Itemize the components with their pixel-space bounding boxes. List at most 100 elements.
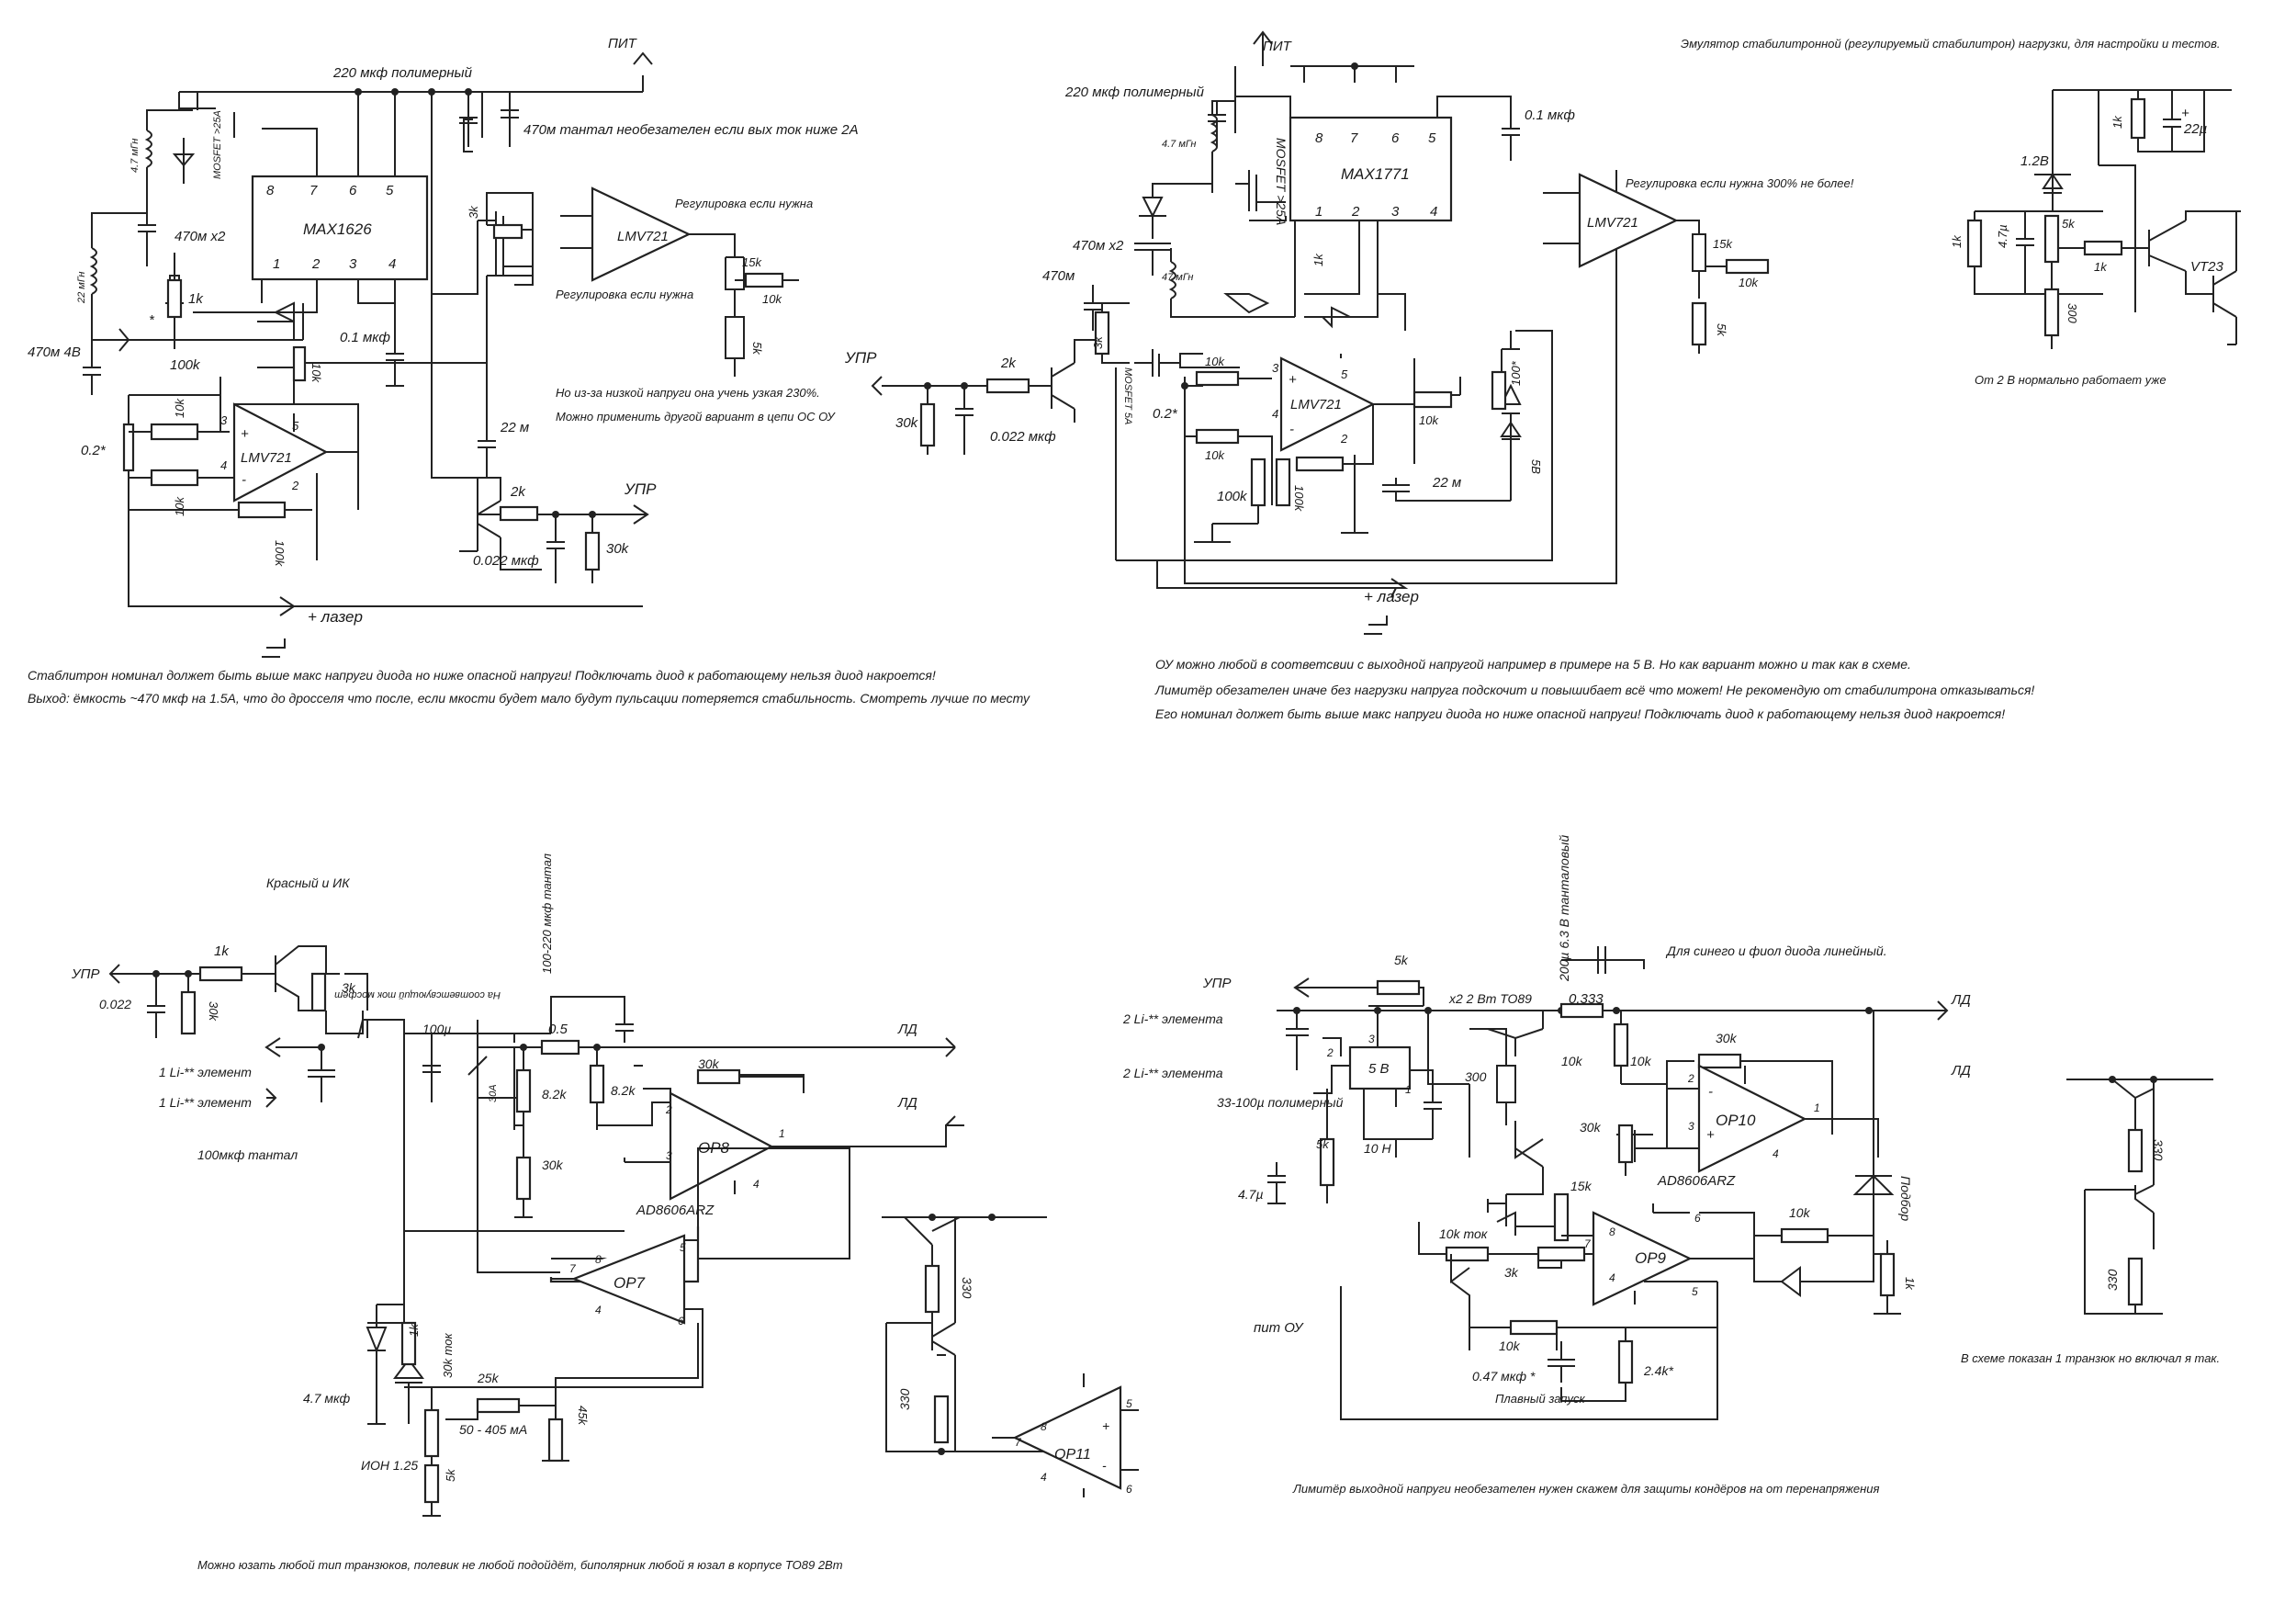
- q5-r3k: 3k: [1504, 1265, 1519, 1280]
- q4-r30k-b: 30k: [698, 1056, 720, 1071]
- q4-op7: OP7: [613, 1274, 646, 1292]
- q4-li1: 1 Li-** элемент: [159, 1065, 252, 1079]
- q1-r15k: 15k: [742, 255, 762, 269]
- q4-range: 50 - 405 мА: [459, 1422, 527, 1437]
- q4-op11-pin6: 6: [1126, 1483, 1132, 1496]
- q1-r10k-a: 10k: [310, 363, 323, 383]
- q4-a30: 30A: [488, 1084, 499, 1102]
- q2-pin-7: 7: [1350, 130, 1358, 146]
- q1-opamp: LMV721: [241, 450, 292, 466]
- q5-r330b: 330: [2105, 1269, 2120, 1291]
- q2-reg-opamp: LMV721: [1587, 215, 1638, 231]
- q5-r10k-tok: 10k ток: [1439, 1226, 1489, 1241]
- q5-ld2: ЛД: [1951, 1063, 1971, 1079]
- q5-op9-pin5: 5: [1692, 1285, 1698, 1298]
- q4-c100: 100µ: [422, 1022, 451, 1036]
- q2-r10k-b: 10k: [1205, 448, 1225, 462]
- q5-smooth: Плавный запуск: [1495, 1392, 1585, 1406]
- q5-op10-pin2: 2: [1687, 1072, 1694, 1085]
- q1-r3k: 3k: [467, 205, 480, 219]
- q2-mosfet5: MOSFET 5A: [1122, 367, 1133, 424]
- q1-pin-2: 2: [311, 256, 321, 272]
- q2-c-in: 220 мкф полимерный: [1064, 85, 1205, 100]
- q1-shunt: 0.2*: [81, 443, 107, 458]
- q1-note-a: Но из-за низкой напруги она учень узкая …: [556, 386, 820, 400]
- q4-op8: OP8: [698, 1139, 730, 1157]
- q5-reg5v: 5 В: [1368, 1061, 1390, 1077]
- q1-c01: 0.1 мкф: [340, 330, 390, 345]
- q5-blue: Для синего и фиол диода линейный.: [1665, 943, 1887, 958]
- q5-op9-pin7: 7: [1584, 1237, 1592, 1250]
- q5-op9-pin6: 6: [1694, 1212, 1701, 1225]
- q5-r10k-a: 10k: [1561, 1054, 1583, 1068]
- q5-r300: 300: [1465, 1069, 1487, 1084]
- q2-opamp-pin4: 4: [1272, 407, 1278, 421]
- q5-li2: 2 Li-** элемента: [1122, 1066, 1223, 1080]
- q1-mosfet: MOSFET >25A: [212, 110, 223, 179]
- q5-r330a: 330: [2151, 1139, 2166, 1161]
- q2-pin-8: 8: [1315, 130, 1323, 146]
- q2-opamp-pin5: 5: [1341, 367, 1348, 381]
- q4-op11-pin8: 8: [1041, 1420, 1047, 1433]
- q2-l1: 4.7 мГн: [1162, 139, 1196, 150]
- q1-c-in: 220 мкф полимерный: [332, 65, 473, 81]
- q1-pin-4: 4: [388, 256, 396, 272]
- q4-plus: +: [1102, 1418, 1109, 1433]
- q1-pin-6: 6: [349, 183, 357, 198]
- q1-r30k: 30k: [606, 541, 630, 557]
- q2-r10k-reg: 10k: [1739, 276, 1759, 289]
- q2-pin-2: 2: [1351, 204, 1360, 220]
- q1-opamp-pin5: 5: [292, 419, 299, 433]
- q4-bottom: Можно юзать любой тип транзюков, полевик…: [197, 1558, 843, 1572]
- q4-r330b: 330: [897, 1388, 912, 1410]
- q4-op7-pin6: 6: [678, 1315, 684, 1327]
- q1-opamp-plus: +: [241, 426, 249, 442]
- q1-reg1: Регулировка если нужна: [675, 197, 813, 210]
- q4-op8-pin4: 4: [753, 1178, 760, 1191]
- q3-c47: 4.7µ: [1996, 224, 2009, 248]
- q2-reg-note: Регулировка если нужна 300% не более!: [1626, 176, 1854, 190]
- q2-r10k-c: 10k: [1419, 413, 1439, 427]
- q2-opamp-plus: +: [1289, 372, 1297, 388]
- q1-upr: УПР: [624, 480, 657, 498]
- q5-op10-pin4: 4: [1773, 1147, 1779, 1160]
- q1-r10k-reg: 10k: [762, 292, 782, 306]
- q4-op7-pin8: 8: [595, 1253, 602, 1266]
- q3-r1k: 1k: [2110, 115, 2124, 129]
- q4-tant: 100мкф тантал: [197, 1147, 298, 1162]
- q1-r1k: 1k: [188, 291, 204, 307]
- q2-upr: УПР: [844, 349, 877, 367]
- q5-c10h: 10 Н: [1364, 1141, 1391, 1156]
- q2-r2k: 2k: [1000, 356, 1017, 371]
- q3-v12: 1.2В: [2020, 153, 2049, 169]
- q5-c47: 4.7µ: [1238, 1187, 1264, 1202]
- q2-pit: ПИТ: [1263, 39, 1293, 54]
- q1-c-out: 470м 4В: [28, 345, 81, 360]
- q2-opamp-pin3: 3: [1272, 361, 1279, 375]
- q2-bottom2: Лимитёр обезателен иначе без нагрузки на…: [1154, 683, 2034, 697]
- q5-r10k-d: 10k: [1499, 1339, 1521, 1353]
- q5-op9: OP9: [1635, 1249, 1667, 1267]
- q5-tant-note: 200µ 6.3 В танталовый: [1557, 835, 1571, 982]
- q4-op8-pin2: 2: [665, 1103, 672, 1116]
- q4-r30k-c: 30k: [542, 1158, 564, 1172]
- q2-mosfet: MOSFET >25A: [1274, 138, 1289, 225]
- q4-r3k: 3k: [342, 980, 356, 995]
- q4-r05: 0.5: [548, 1022, 568, 1037]
- q1-c22: 22 м: [500, 420, 529, 435]
- q5-r1k: 1k: [1903, 1277, 1917, 1291]
- q3-vt: VT23: [2190, 259, 2224, 275]
- q5-r30k-a: 30k: [1716, 1031, 1738, 1045]
- q1-c022: 0.022 мкф: [473, 553, 539, 569]
- q2-opamp: LMV721: [1290, 397, 1342, 412]
- q1-laser: + лазер: [308, 608, 363, 626]
- q5-op9-pin8: 8: [1609, 1226, 1615, 1238]
- circuit-max1626: [83, 51, 799, 658]
- q4-op11: OP11: [1054, 1447, 1091, 1463]
- q4-upr: УПР: [71, 966, 99, 982]
- q4-ion: ИОН 1.25: [361, 1458, 418, 1473]
- q2-r100k-b: 100k: [1292, 485, 1306, 513]
- q2-bottom1: ОУ можно любой в соответсвии с выходной …: [1155, 657, 1911, 672]
- q2-bottom3: Его номинал должет быть выше макс напруг…: [1155, 706, 2005, 721]
